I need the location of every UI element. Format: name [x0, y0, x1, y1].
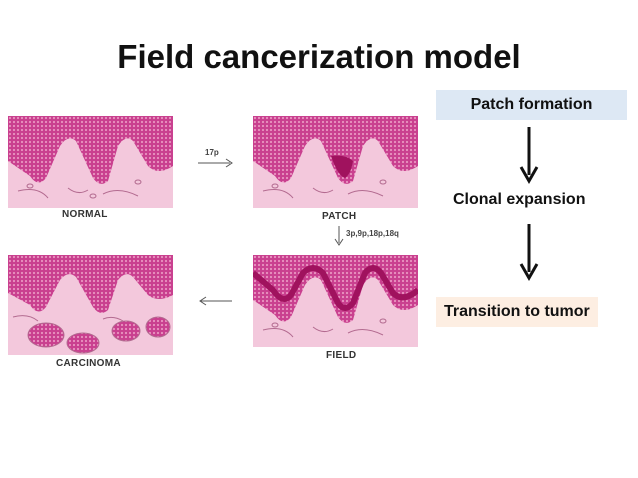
carcinoma-panel: [8, 255, 173, 355]
mutation-label-3p-9p-18p-18q: 3p,9p,18p,18q: [346, 229, 399, 238]
arrow-field-to-carcinoma: [199, 296, 232, 306]
field-label: FIELD: [326, 350, 357, 361]
step-clonal-expansion: Clonal expansion: [445, 185, 594, 215]
field-tissue-illustration: [253, 255, 418, 347]
slide-title: Field cancerization model: [117, 38, 521, 75]
carcinoma-tissue-illustration: [8, 255, 173, 355]
patch-tissue-illustration: [253, 116, 418, 208]
arrow-down-2-icon: [519, 224, 539, 282]
step-clonal-expansion-label: Clonal expansion: [453, 191, 586, 208]
step-patch-formation-label: Patch formation: [470, 96, 593, 113]
normal-label: NORMAL: [62, 209, 108, 220]
mutation-label-17p: 17p: [205, 148, 219, 157]
normal-panel: [8, 116, 173, 208]
step-transition-to-tumor: Transition to tumor: [436, 297, 598, 327]
arrow-patch-to-field: [334, 226, 344, 246]
step-transition-to-tumor-label: Transition to tumor: [444, 303, 590, 320]
patch-label: PATCH: [322, 211, 357, 222]
step-patch-formation: Patch formation: [436, 90, 627, 120]
field-panel: [253, 255, 418, 347]
patch-panel: [253, 116, 418, 208]
arrow-normal-to-patch: [198, 158, 233, 168]
normal-tissue-illustration: [8, 116, 173, 208]
arrow-down-1-icon: [519, 127, 539, 185]
carcinoma-label: CARCINOMA: [56, 358, 121, 369]
